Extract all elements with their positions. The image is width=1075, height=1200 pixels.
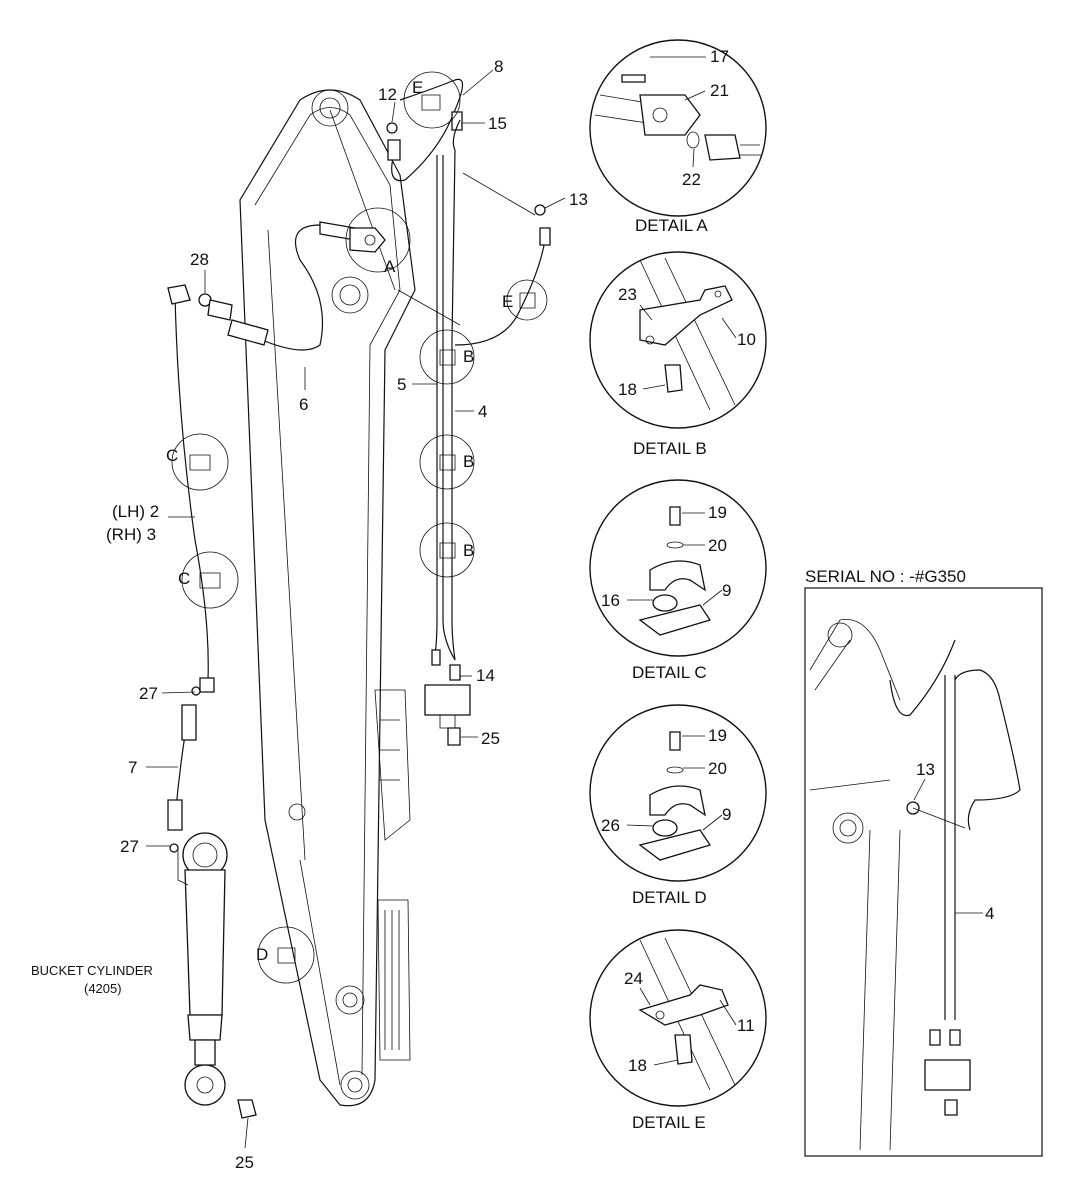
detail-d-title: DETAIL D: [632, 888, 707, 907]
part-label: 4: [985, 904, 994, 923]
detail-letters: E A E B B B C C D: [166, 78, 513, 964]
part-label: (RH) 3: [106, 525, 156, 544]
bucket-cylinder-code: (4205): [84, 981, 122, 996]
detail-letter: B: [463, 541, 474, 560]
part-label: 23: [618, 285, 637, 304]
part-label: 10: [737, 330, 756, 349]
detail-letter: C: [166, 446, 178, 465]
part-label: 24: [624, 969, 643, 988]
detail-letter: B: [463, 347, 474, 366]
serial-box-title: SERIAL NO : -#G350: [805, 567, 966, 586]
detail-letter: E: [412, 78, 423, 97]
part-label: 20: [708, 536, 727, 555]
part-label: 13: [569, 190, 588, 209]
part-label: 19: [708, 726, 727, 745]
detail-a-title: DETAIL A: [635, 216, 708, 235]
detail-d-drawing: [589, 704, 767, 882]
part-label: 4: [478, 402, 487, 421]
detail-letter: D: [256, 945, 268, 964]
part-label: 26: [601, 816, 620, 835]
part-label: 15: [488, 114, 507, 133]
bucket-cylinder-drawing: [177, 832, 257, 1119]
part-label: 14: [476, 666, 495, 685]
part-label: 20: [708, 759, 727, 778]
part-label: 27: [120, 837, 139, 856]
part-label: 5: [397, 375, 406, 394]
detail-e-title: DETAIL E: [632, 1113, 706, 1132]
detail-letter: B: [463, 452, 474, 471]
detail-c-drawing: [589, 479, 767, 657]
part-label: 18: [618, 380, 637, 399]
leader-lines: [146, 56, 983, 1149]
part-label: 7: [128, 758, 137, 777]
part-label: 28: [190, 250, 209, 269]
part-label: 16: [601, 591, 620, 610]
part-label: 21: [710, 81, 729, 100]
part-label: 11: [737, 1016, 755, 1035]
part-label: 25: [481, 729, 500, 748]
detail-e-drawing: [589, 929, 767, 1107]
part-label: 18: [628, 1056, 647, 1075]
part-label: 22: [682, 170, 701, 189]
detail-letter: A: [384, 257, 396, 276]
detail-c-title: DETAIL C: [632, 663, 707, 682]
hoses: [167, 78, 551, 853]
part-label: 25: [235, 1153, 254, 1172]
serial-box-drawing: [804, 587, 1043, 1157]
part-label: 13: [916, 760, 935, 779]
part-label: 17: [710, 47, 729, 66]
detail-b-drawing: [589, 251, 767, 429]
detail-letter: C: [178, 569, 190, 588]
part-label: 9: [722, 581, 731, 600]
detail-a-drawing: [589, 39, 767, 217]
part-label: 19: [708, 503, 727, 522]
part-label: (LH) 2: [112, 502, 159, 521]
part-label: 6: [299, 395, 308, 414]
detail-titles: DETAIL A DETAIL B DETAIL C DETAIL D DETA…: [632, 216, 708, 1132]
detail-marker-circles: [171, 71, 548, 984]
detail-b-title: DETAIL B: [633, 439, 707, 458]
part-label: 8: [494, 57, 503, 76]
part-label: 12: [378, 85, 397, 104]
detail-letter: E: [502, 292, 513, 311]
part-label: 9: [722, 805, 731, 824]
arm-structure: [239, 89, 416, 1107]
bucket-cylinder-label: BUCKET CYLINDER: [31, 963, 153, 978]
part-label: 27: [139, 684, 158, 703]
part-number-labels: 8 12 15 13 28 5 6 4 (LH) 2 (RH) 3 14 27 …: [106, 47, 994, 1172]
